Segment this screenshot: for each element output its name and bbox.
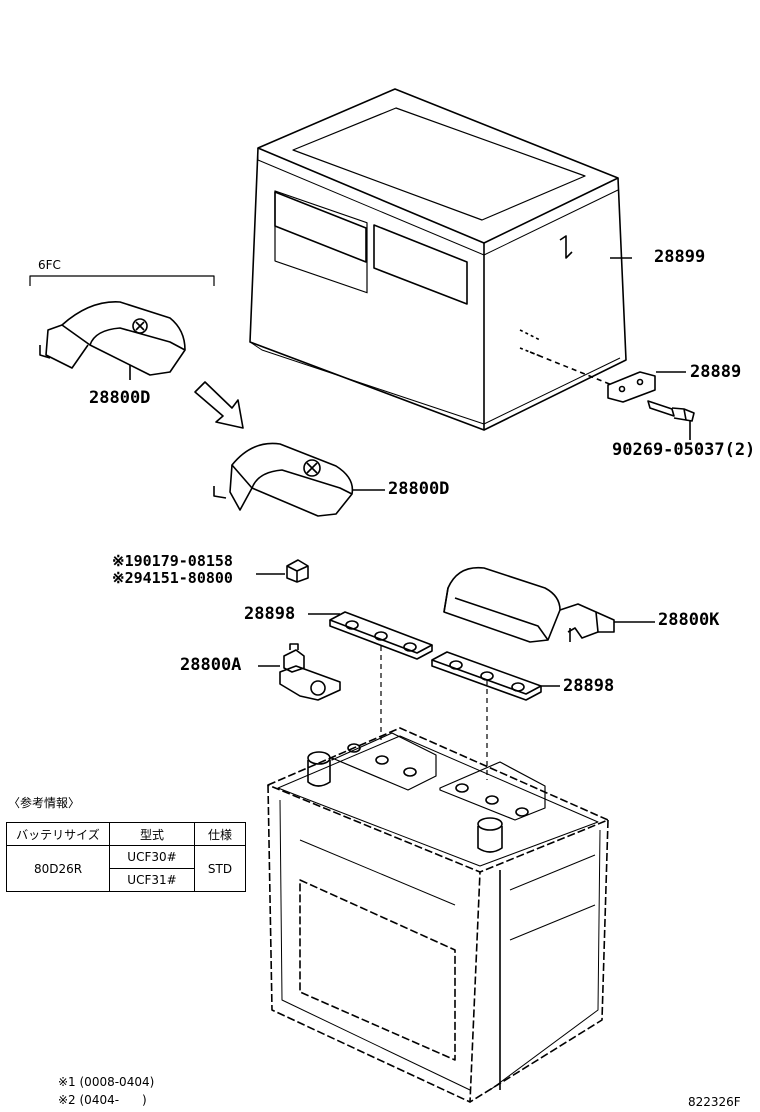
header-battery-size: バッテリサイズ [6, 822, 110, 846]
terminal-cover-k-drawing [443, 566, 655, 643]
terminal-clamp-drawing [258, 643, 341, 701]
part-label-28800d-mid: 28800D [388, 479, 450, 499]
nut-drawing [256, 559, 309, 583]
variant-label-6fc: 6FC [38, 258, 61, 272]
part-label-28800k: 28800K [658, 610, 720, 630]
reference-title: 〈参考情報〉 [8, 796, 81, 810]
part-label-28898-b: 28898 [563, 676, 615, 696]
cell-model-2: UCF31# [109, 868, 195, 892]
part-label-28889: 28889 [690, 362, 742, 382]
part-label-28898-a: 28898 [244, 604, 296, 624]
cell-model-1: UCF30# [109, 845, 195, 869]
reference-table: バッテリサイズ 型式 仕様 80D26R UCF30# STD UCF31# [6, 822, 246, 892]
part-label-90269: 90269-05037(2) [612, 440, 756, 460]
footnote-2: ※2 (0404- ) [58, 1093, 147, 1107]
part-label-28800d-top: 28800D [89, 388, 151, 408]
direction-arrow [194, 381, 244, 429]
battery-drawing [267, 727, 609, 1103]
bracket-drawing [607, 371, 686, 403]
pad-lower-drawing [431, 651, 560, 701]
pad-upper-drawing [308, 611, 433, 660]
terminal-cover-top-drawing [39, 301, 186, 380]
note-label-2: ※294151-80800 [112, 569, 233, 587]
cell-spec: STD [194, 845, 246, 892]
bolt-drawing [647, 400, 695, 440]
guide-lines [380, 646, 488, 780]
header-spec: 仕様 [194, 822, 246, 846]
cell-battery-size: 80D26R [6, 845, 110, 892]
diagram-id: 822326F [688, 1095, 741, 1109]
note-label-1: ※190179-08158 [112, 552, 233, 570]
terminal-cover-mid-drawing [213, 442, 385, 517]
part-label-28899: 28899 [654, 247, 706, 267]
header-model: 型式 [109, 822, 195, 846]
part-label-28800a: 28800A [180, 655, 242, 675]
footnote-1: ※1 (0008-0404) [58, 1075, 155, 1089]
battery-box-drawing [249, 88, 632, 431]
